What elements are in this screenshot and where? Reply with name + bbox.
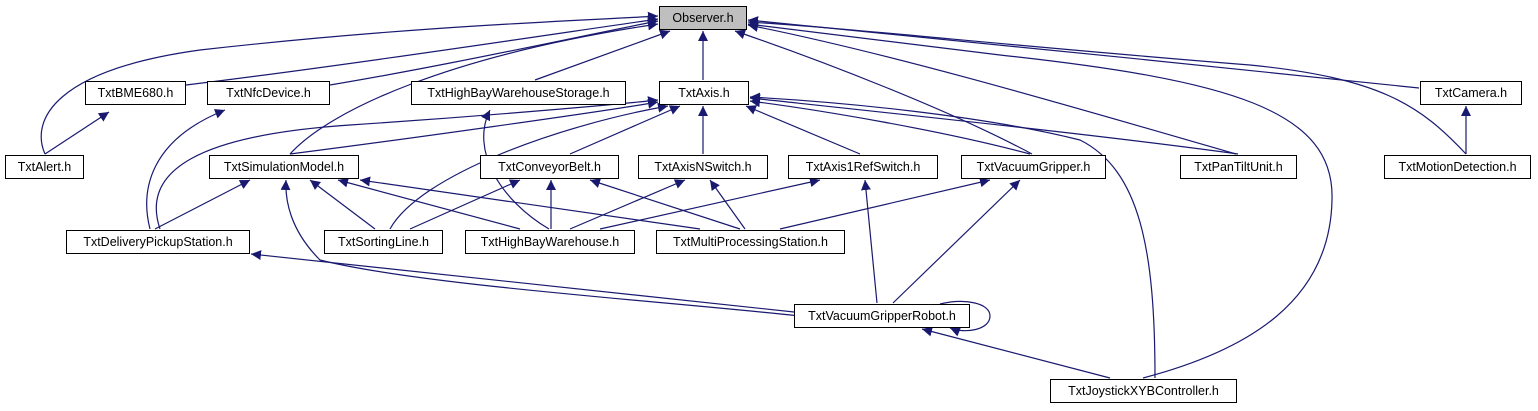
edge-txtsortingline-txtconveyorbelt [409, 179, 521, 230]
edge-txtnfcdevice-observer [329, 17, 659, 86]
node-txtsortingline-h[interactable]: TxtSortingLine.h [324, 230, 443, 254]
edge-txtsimulationmodel-txtaxis [289, 98, 659, 155]
node-txtmotiondetection-h[interactable]: TxtMotionDetection.h [1384, 155, 1531, 179]
node-txtvacuumgripper-h[interactable]: TxtVacuumGripper.h [961, 155, 1106, 179]
edge-txtvacuumgripperrobot-txtvacuumgripper [892, 179, 1021, 304]
edge-txthighbaywarehouse-txtaxis1refswitch [599, 177, 821, 230]
node-txtaxisnswitch-h[interactable]: TxtAxisNSwitch.h [638, 155, 768, 179]
node-txtcamera-h[interactable]: TxtCamera.h [1420, 81, 1522, 105]
node-txtalert-h[interactable]: TxtAlert.h [5, 155, 84, 179]
edge-txtvacuumgripperrobot-txtdeliverypickupstation [250, 250, 795, 313]
edge-txtaxis1refswitch-txtaxis [745, 105, 861, 155]
edge-txthighbaywarehouse-txtsimulationmodel [337, 177, 521, 230]
edge-txtdeliverypickupstation-txtsimulationmodel [154, 179, 251, 230]
edge-txtjoystickxybcontroller-txtvacuumgripperrobot [921, 326, 1111, 379]
edge-txtmultiprocessingstation-txtsimulationmodel [359, 176, 701, 230]
edge-txthighbaywarehouse-txtaxisnswitch [569, 179, 686, 230]
node-txtvacuumgripperrobot-h[interactable]: TxtVacuumGripperRobot.h [794, 304, 970, 328]
node-txtdeliverypickupstation-h[interactable]: TxtDeliveryPickupStation.h [66, 230, 250, 254]
edge-txtdeliverypickupstation-txtnfcdevice [146, 109, 226, 230]
edge-txtjoystickxybcontroller-observer [747, 20, 1333, 379]
node-txtaxis1refswitch-h[interactable]: TxtAxis1RefSwitch.h [788, 155, 938, 179]
edge-txtmultiprocessingstation-txtconveyorbelt [589, 178, 741, 230]
node-txtsimulationmodel-h[interactable]: TxtSimulationModel.h [209, 155, 359, 179]
node-txtpantiltunit-h[interactable]: TxtPanTiltUnit.h [1180, 155, 1297, 179]
edge-txtsortingline-txtaxis [389, 102, 669, 230]
edge-txtvacuumgripperrobot-txtsimulationmodel [280, 179, 801, 317]
edge-txtmultiprocessingstation-txtvacuumgripper [779, 177, 991, 230]
edge-txtmultiprocessingstation-txtaxisnswitch [709, 179, 746, 230]
edge-txtvacuumgripperrobot-txtvacuumgripperrobot [939, 300, 991, 337]
node-txthighbaywarehousestorage-h[interactable]: TxtHighBayWarehouseStorage.h [411, 81, 626, 105]
edge-txtpantiltunit-observer [747, 22, 1237, 155]
edge-txtconveyorbelt-txtaxis [569, 105, 681, 155]
node-txtaxis-h[interactable]: TxtAxis.h [659, 81, 749, 105]
node-txtjoystickxybcontroller-h[interactable]: TxtJoystickXYBController.h [1050, 379, 1237, 403]
node-txthighbaywarehouse-h[interactable]: TxtHighBayWarehouse.h [465, 230, 635, 254]
edge-txtjoystickxybcontroller-txtaxis [749, 92, 1156, 379]
edge-txtvacuumgripper-observer [734, 29, 1033, 155]
node-txtbme680-h[interactable]: TxtBME680.h [85, 81, 186, 105]
node-observer-h: Observer.h [659, 6, 747, 30]
edge-txtbme680-observer [185, 15, 659, 86]
edge-txtvacuumgripperrobot-txtaxis1refswitch [860, 179, 878, 304]
edge-txthighbaywarehousestorage-observer [534, 29, 671, 81]
edge-txtvacuumgripper-txtaxis [749, 97, 1031, 155]
node-txtnfcdevice-h[interactable]: TxtNfcDevice.h [207, 81, 330, 105]
node-txtmultiprocessingstation-h[interactable]: TxtMultiProcessingStation.h [656, 230, 845, 254]
edge-txtpantiltunit-txtaxis [749, 94, 1239, 155]
edge-txtalert-observer [40, 11, 659, 155]
edge-txtmotiondetection-observer [747, 17, 1467, 155]
node-txtconveyorbelt-h[interactable]: TxtConveyorBelt.h [480, 155, 619, 179]
edge-txtalert-txtbme680 [44, 111, 110, 155]
edge-txtdeliverypickupstation-txtaxis [155, 96, 659, 230]
edge-txtsortingline-txtsimulationmodel [309, 179, 376, 230]
